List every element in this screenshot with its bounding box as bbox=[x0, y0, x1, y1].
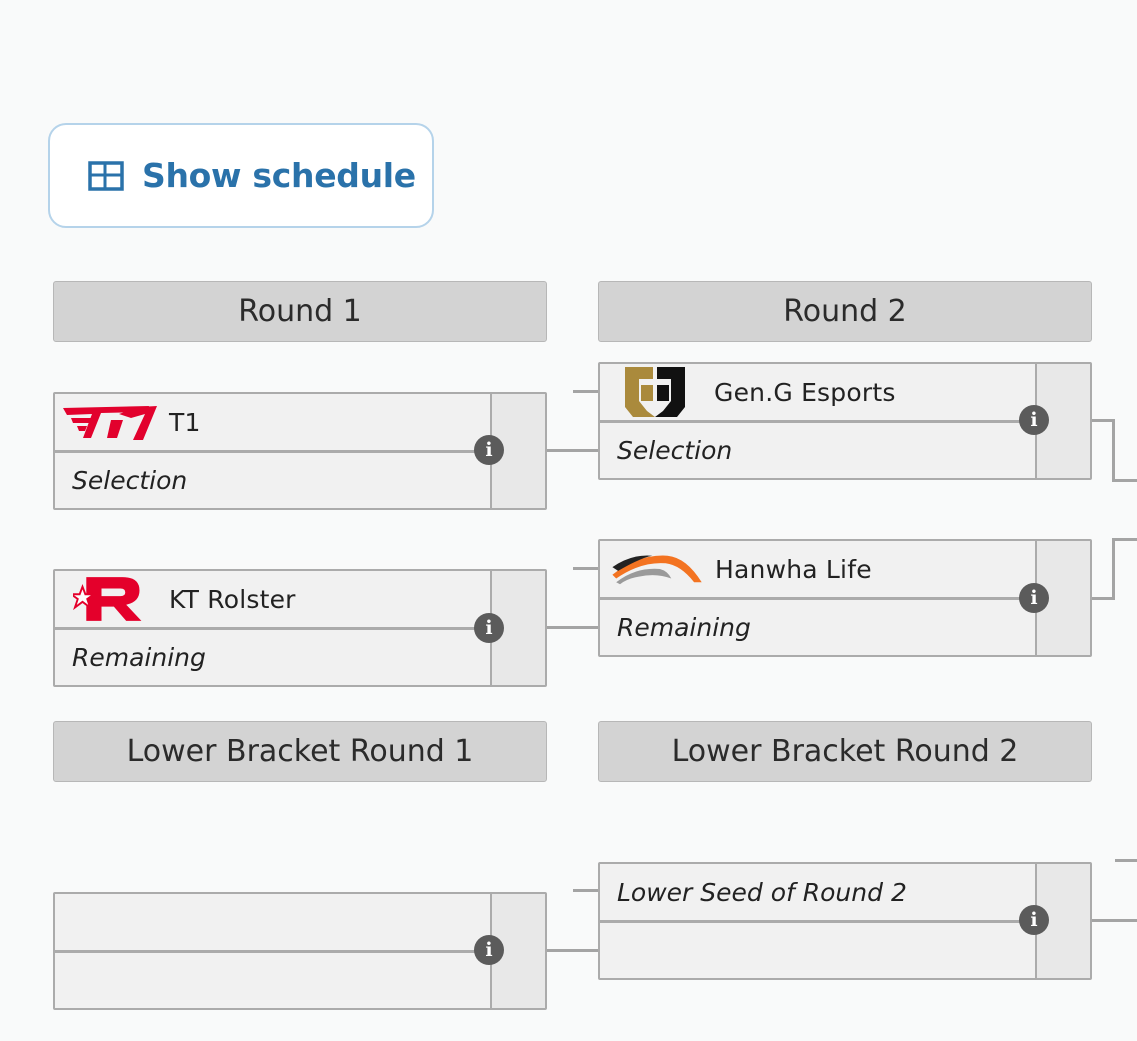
show-schedule-label: Show schedule bbox=[142, 156, 416, 195]
connector-line bbox=[503, 626, 598, 629]
match-slot-top[interactable]: T1 bbox=[55, 394, 490, 450]
match-divider bbox=[600, 597, 1090, 600]
match-slot-bottom[interactable] bbox=[55, 953, 490, 1008]
slot-placeholder: Lower Seed of Round 2 bbox=[617, 877, 907, 907]
connector-line bbox=[1048, 919, 1137, 922]
round-header-lower-bracket-round-2: Lower Bracket Round 2 bbox=[598, 721, 1092, 782]
match-round1-1[interactable]: T1 Selection bbox=[53, 392, 547, 510]
connector-line bbox=[1115, 859, 1137, 862]
round-header-round-1: Round 1 bbox=[53, 281, 547, 342]
hanwha-life-logo bbox=[612, 555, 702, 585]
connector-line bbox=[503, 449, 598, 452]
match-slot-top[interactable]: Hanwha Life bbox=[600, 541, 1035, 597]
match-round2-1[interactable]: Gen.G Esports Selection bbox=[598, 362, 1092, 480]
connector-line bbox=[1112, 479, 1137, 482]
match-divider bbox=[600, 920, 1090, 923]
kt-rolster-logo bbox=[73, 577, 142, 621]
match-info-icon[interactable]: i bbox=[1019, 905, 1049, 935]
match-divider bbox=[55, 627, 545, 630]
connector-line bbox=[1112, 538, 1137, 541]
match-round1-2[interactable]: KT Rolster Remaining bbox=[53, 569, 547, 687]
slot-placeholder: Selection bbox=[617, 436, 733, 465]
slot-placeholder: Selection bbox=[72, 466, 188, 495]
match-info-icon[interactable]: i bbox=[1019, 583, 1049, 613]
match-info-icon[interactable]: i bbox=[474, 613, 504, 643]
match-slot-top[interactable] bbox=[55, 894, 490, 950]
connector-line bbox=[573, 390, 598, 393]
connector-line bbox=[1112, 538, 1115, 600]
connector-line bbox=[573, 889, 598, 892]
geng-logo bbox=[625, 367, 685, 417]
team-name: Hanwha Life bbox=[715, 554, 872, 584]
round-header-lower-bracket-round-1: Lower Bracket Round 1 bbox=[53, 721, 547, 782]
t1-logo bbox=[63, 406, 157, 440]
round-header-round-2: Round 2 bbox=[598, 281, 1092, 342]
table-grid-icon bbox=[88, 160, 124, 191]
match-divider bbox=[55, 450, 545, 453]
match-lower-round2-1[interactable]: Lower Seed of Round 2 bbox=[598, 862, 1092, 980]
connector-line bbox=[1112, 419, 1115, 481]
match-info-icon[interactable]: i bbox=[474, 935, 504, 965]
connector-line bbox=[573, 567, 598, 570]
match-divider bbox=[600, 420, 1090, 423]
team-name: Gen.G Esports bbox=[714, 377, 896, 407]
match-slot-bottom[interactable]: Selection bbox=[55, 453, 490, 508]
match-slot-top[interactable]: Lower Seed of Round 2 bbox=[600, 864, 1035, 920]
match-info-icon[interactable]: i bbox=[474, 435, 504, 465]
connector-line bbox=[503, 949, 598, 952]
slot-placeholder: Remaining bbox=[617, 613, 751, 642]
match-info-icon[interactable]: i bbox=[1019, 405, 1049, 435]
match-slot-bottom[interactable] bbox=[600, 923, 1035, 978]
slot-placeholder: Remaining bbox=[72, 643, 206, 672]
match-round2-2[interactable]: Hanwha Life Remaining bbox=[598, 539, 1092, 657]
team-name: KT Rolster bbox=[169, 584, 296, 614]
match-slot-bottom[interactable]: Remaining bbox=[55, 630, 490, 685]
match-slot-bottom[interactable]: Selection bbox=[600, 423, 1035, 478]
match-lower-round1-1[interactable] bbox=[53, 892, 547, 1010]
match-slot-bottom[interactable]: Remaining bbox=[600, 600, 1035, 655]
team-name: T1 bbox=[169, 407, 201, 437]
match-slot-top[interactable]: KT Rolster bbox=[55, 571, 490, 627]
match-slot-top[interactable]: Gen.G Esports bbox=[600, 364, 1035, 420]
match-divider bbox=[55, 950, 545, 953]
show-schedule-button[interactable]: Show schedule bbox=[48, 123, 434, 228]
